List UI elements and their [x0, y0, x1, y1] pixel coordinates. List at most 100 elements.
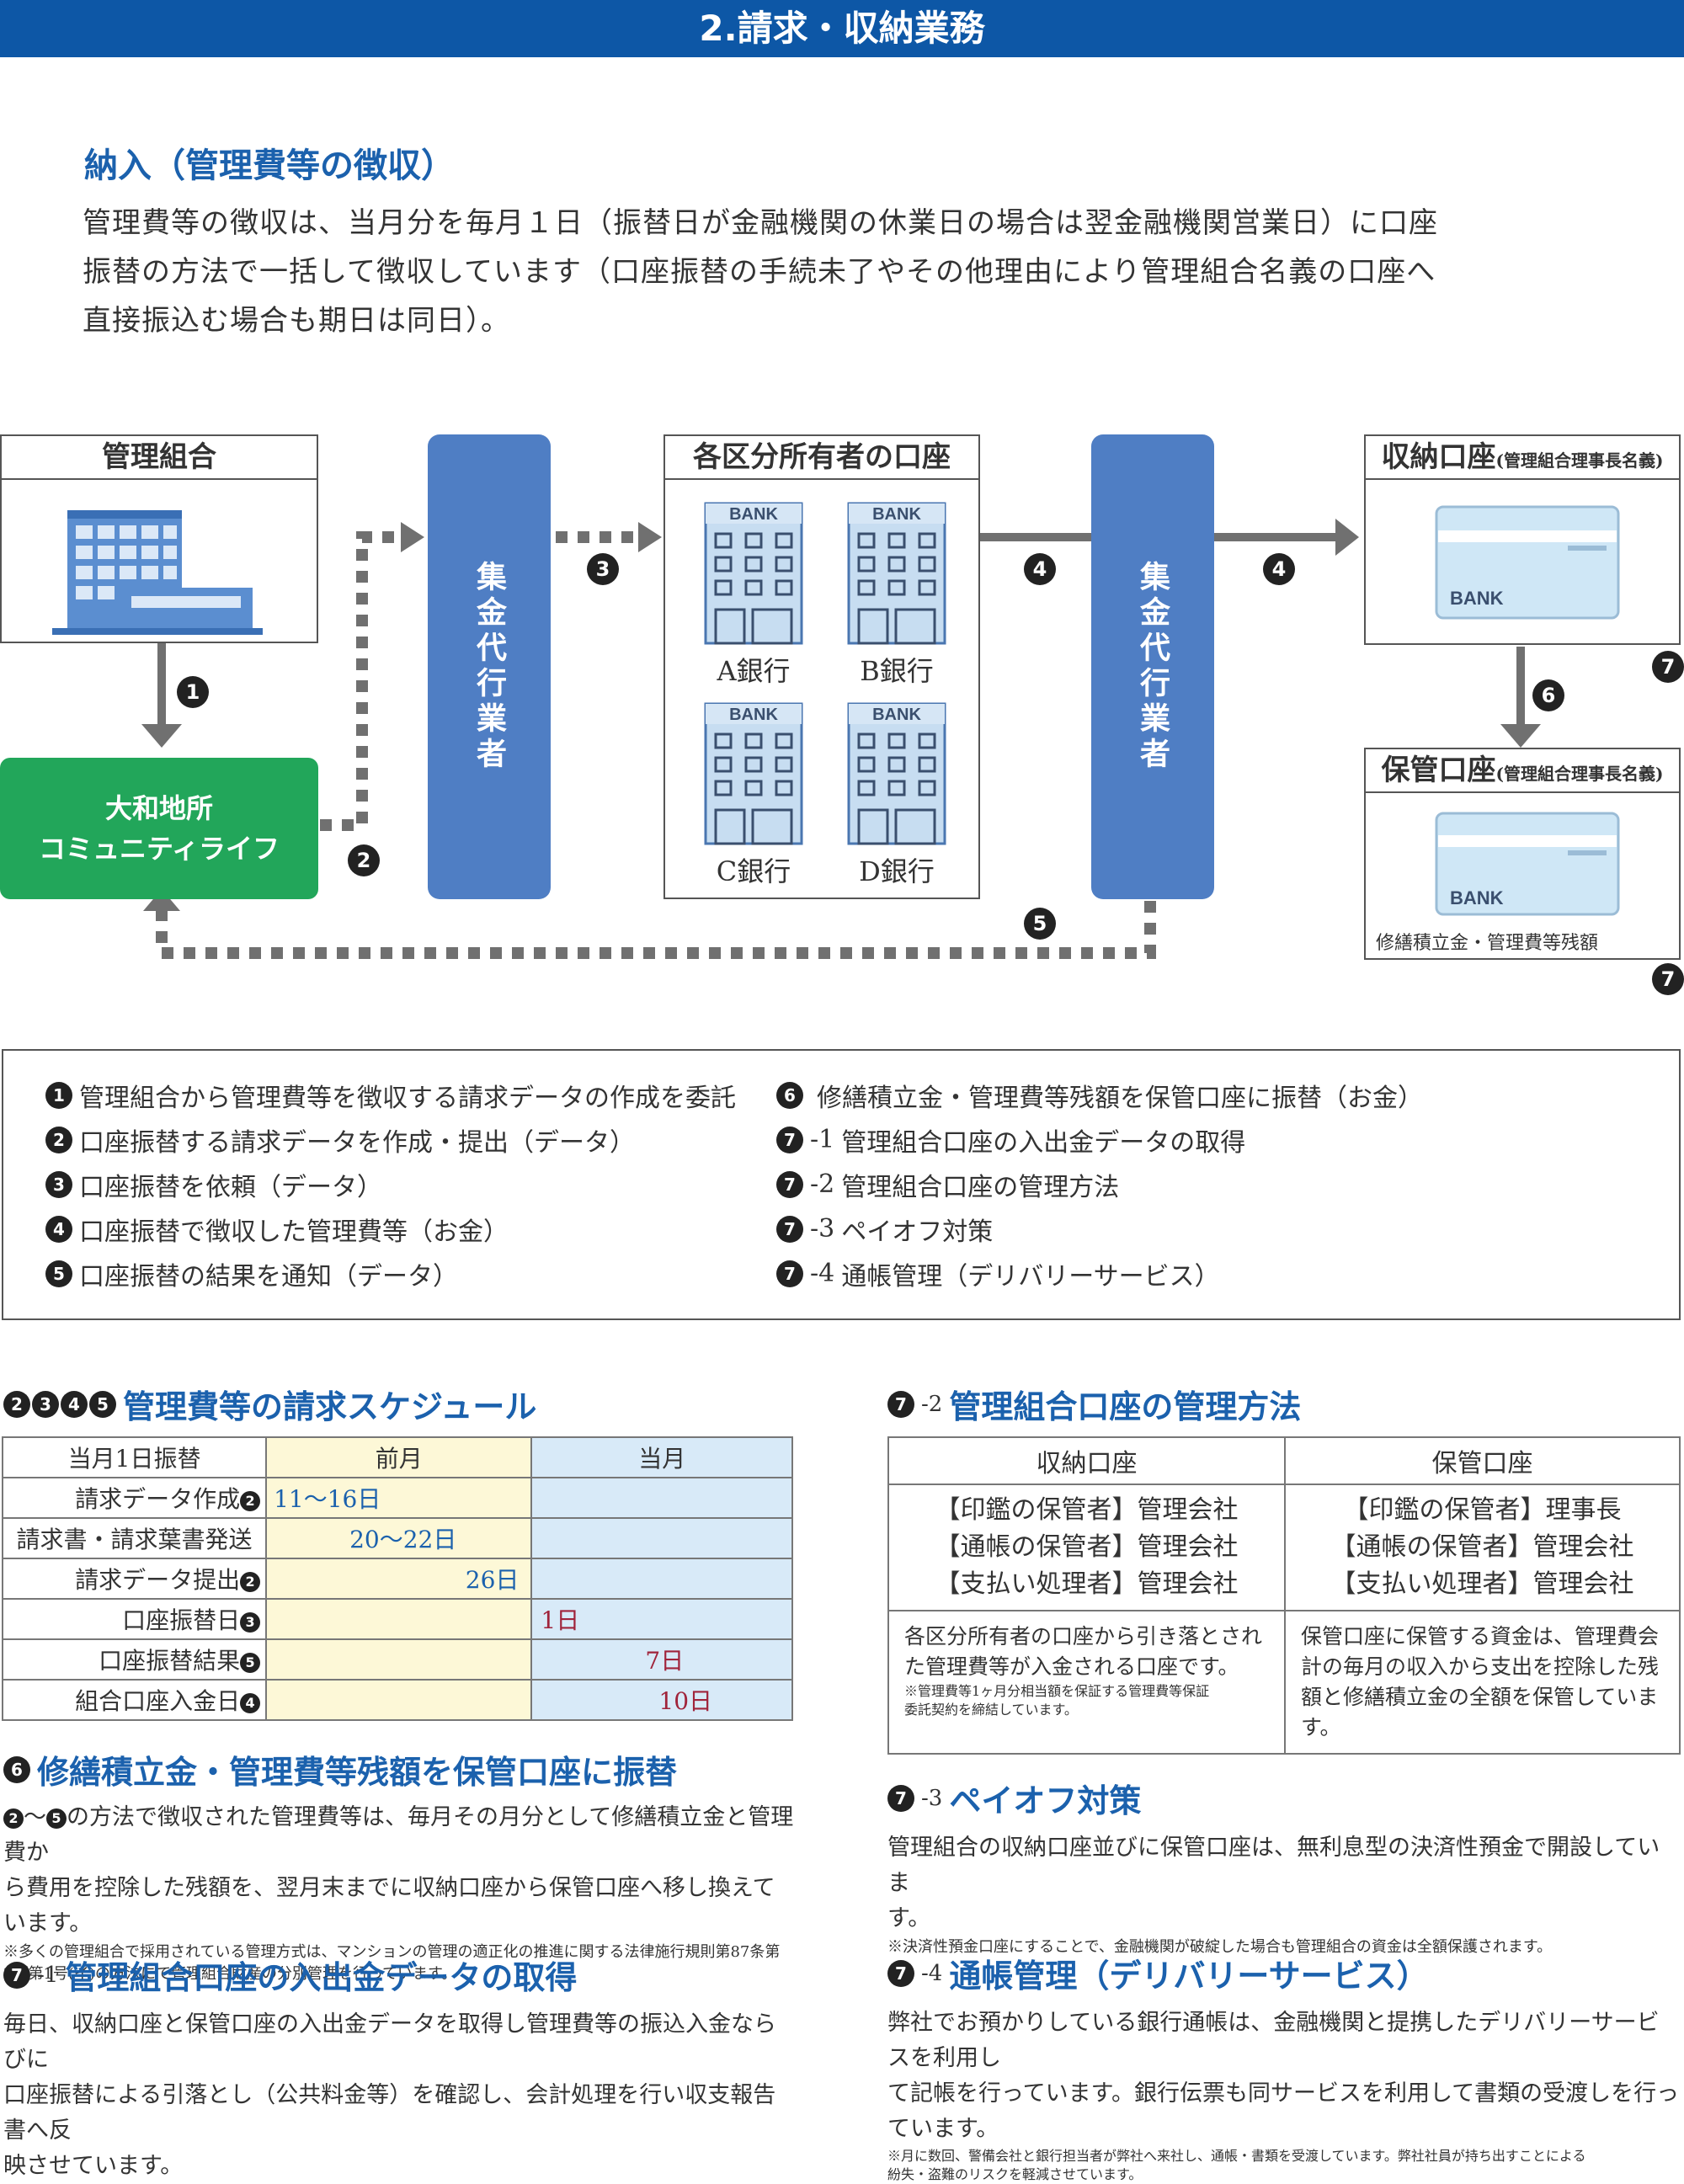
section-7-3-body: 管理組合の収納口座並びに保管口座は、無利息型の決済性預金で開設していま す。 ※…	[887, 1830, 1681, 1958]
step-number: 2	[348, 844, 380, 876]
role-cell: 【印鑑の保管者】管理会社 【通帳の保管者】管理会社 【支払い処理者】管理会社	[887, 1484, 1286, 1611]
range-tilde: ～	[24, 1804, 46, 1830]
section-6-note: ※多くの管理組合で採用されている管理方式は、マンションの管理の適正化の推進に関す…	[3, 1943, 781, 1961]
section-7-3-title: 7 -3 ペイオフ対策	[887, 1775, 1141, 1821]
section-7-4-note: ※月に数回、警備会社と銀行担当者が弊社へ来社し、通帳・書類を受渡しています。弊社…	[887, 2148, 1586, 2164]
step-number: 4	[1263, 553, 1295, 585]
bank-name: A銀行	[717, 655, 791, 687]
intro-heading: 納入（管理費等の徴収）	[84, 146, 455, 185]
owners-accounts-title: 各区分所有者の口座	[665, 436, 978, 480]
arrow-6-head	[1500, 724, 1541, 748]
section-7-4-line: て記帳を行っています。銀行伝票も同サービスを利用して書類の受渡しを行っています。	[887, 2080, 1680, 2142]
legend-number: 7	[776, 1126, 803, 1153]
custody-account-name: 保管口座	[1381, 754, 1496, 787]
schedule-value: 7日	[530, 1638, 793, 1681]
legend-suffix: -1	[810, 1125, 835, 1154]
schedule-title-text: 管理費等の請求スケジュール	[123, 1388, 537, 1425]
legend-text: 管理組合から管理費等を徴収する請求データの作成を委託	[79, 1083, 736, 1113]
bank-name: C銀行	[716, 855, 791, 887]
section-7-1-title: 7 -1 管理組合口座の入出金データの取得	[3, 1952, 577, 1998]
bank-label: BANK	[729, 706, 778, 724]
step-number: 5	[240, 1652, 261, 1673]
step-number: 3	[587, 553, 619, 585]
legend-text: 口座振替の結果を通知（データ）	[79, 1261, 458, 1292]
schedule-value: 1日	[530, 1598, 793, 1640]
table-row: 各区分所有者の口座から引き落とされ た管理費等が入金される口座です。 ※管理費等…	[887, 1610, 1681, 1755]
bank-name: B銀行	[860, 655, 934, 687]
section-suffix: -3	[921, 1785, 943, 1811]
legend-text: 口座振替する請求データを作成・提出（データ）	[79, 1127, 635, 1158]
section-7-1-line: 口座振替による引落とし（公共料金等）を確認し、会計処理を行い収支報告書へ反	[3, 2082, 776, 2144]
section-7-4-title-text: 通帳管理（デリバリーサービス）	[949, 1958, 1429, 1995]
role-line: 【印鑑の保管者】管理会社	[935, 1495, 1239, 1525]
step-number: 7	[887, 1784, 914, 1812]
arrow-4b-head	[1335, 519, 1359, 556]
section-7-3-note: ※決済性預金口座にすることで、金融機関が破綻した場合も管理組合の資金は全額保護さ…	[887, 1938, 1553, 1956]
schedule-value: 10日	[530, 1679, 793, 1721]
description-line: 額と修繕積立金の全額を保管しています。	[1300, 1685, 1659, 1739]
building-icon	[52, 510, 263, 635]
role-cell: 【印鑑の保管者】理事長 【通帳の保管者】管理会社 【支払い処理者】管理会社	[1283, 1484, 1681, 1611]
row-label-text: 請求データ作成	[75, 1485, 241, 1513]
custody-account-box: 保管口座(管理組合理事長名義) BANK 修繕積立金・管理費等残額	[1364, 748, 1681, 960]
legend-number: 7	[776, 1215, 803, 1243]
custody-caption: 修繕積立金・管理費等残額	[1376, 933, 1599, 954]
intro-line: 直接振込む場合も期日は同日）。	[83, 304, 510, 338]
legend-text: 修繕積立金・管理費等残額を保管口座に振替（お金）	[817, 1083, 1423, 1113]
bank-icon: BANK	[847, 702, 946, 845]
legend-text: 口座振替を依頼（データ）	[79, 1172, 382, 1202]
receipt-account-name: 収納口座	[1381, 440, 1496, 474]
arrow-5-line	[156, 901, 1156, 959]
collection-agent-left: 集金代行業者	[428, 434, 551, 899]
section-7-3-title-text: ペイオフ対策	[949, 1782, 1142, 1819]
intro-text: 管理費等の徴収は、当月分を毎月１日（振替日が金融機関の休業日の場合は翌金融機関営…	[83, 199, 1438, 345]
bank-icon: BANK	[704, 502, 803, 645]
legend-number: 2	[45, 1126, 72, 1153]
step-number: 2	[3, 1390, 30, 1418]
legend-suffix: -4	[810, 1259, 835, 1288]
section-6-note: 2項第1号(イ)の方法にて管理組合財産の分別管理を行っています。	[3, 1965, 457, 1983]
step-number: 7	[887, 1390, 914, 1418]
bank-d: BANK D銀行	[844, 702, 950, 889]
role-line: 【通帳の保管者】管理会社	[1330, 1532, 1634, 1562]
arrow-2-head	[401, 522, 424, 552]
description-cell: 保管口座に保管する資金は、管理費会 計の毎月の収入から支出を控除した残 額と修繕…	[1283, 1610, 1681, 1755]
legend-suffix: -3	[810, 1214, 835, 1244]
bank-icon: BANK	[704, 702, 803, 845]
legend-suffix: -2	[810, 1169, 835, 1199]
column-header: 当月	[530, 1436, 793, 1478]
section-6-title: 6 修繕積立金・管理費等残額を保管口座に振替	[3, 1746, 677, 1792]
section-suffix: -1	[37, 1962, 59, 1988]
table-row: 【印鑑の保管者】管理会社 【通帳の保管者】管理会社 【支払い処理者】管理会社 【…	[887, 1484, 1681, 1611]
schedule-cell	[265, 1638, 533, 1681]
step-number: 5	[89, 1390, 116, 1418]
section-7-3-line: す。	[887, 1905, 931, 1931]
flow-arrows	[141, 519, 1541, 959]
arrow-3-head	[638, 522, 662, 552]
section-7-1-title-text: 管理組合口座の入出金データの取得	[65, 1959, 578, 1996]
passbook-icon: BANK	[1435, 505, 1620, 620]
section-suffix: -4	[921, 1960, 943, 1986]
role-line: 【印鑑の保管者】理事長	[1343, 1495, 1622, 1525]
step-number: 7	[1652, 963, 1684, 995]
description-line: 計の毎月の収入から支出を控除した残	[1300, 1654, 1659, 1679]
schedule-cell	[530, 1558, 793, 1600]
row-label-text: 口座振替結果	[99, 1647, 241, 1675]
role-line: 【通帳の保管者】管理会社	[935, 1532, 1239, 1562]
step-number: 4	[240, 1692, 261, 1713]
arrow-1-head	[141, 724, 182, 748]
row-label-text: 口座振替日	[122, 1606, 241, 1634]
